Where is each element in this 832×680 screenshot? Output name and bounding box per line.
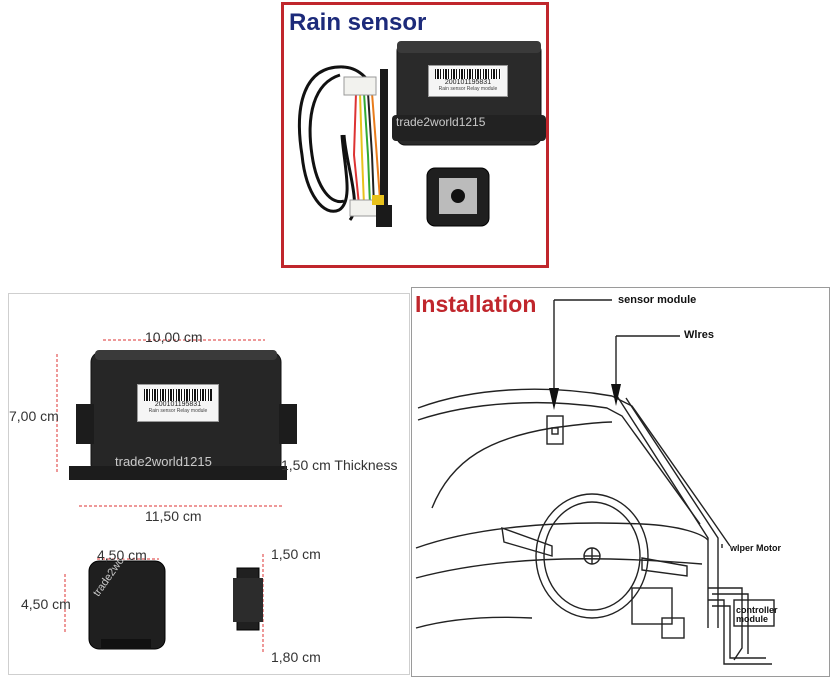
label-number: 200101195831 [444,79,492,86]
wire-harness [352,92,381,206]
mounting-flange [69,466,287,480]
installation-diagram [415,299,775,665]
watermark-top: trade2world1215 [396,115,486,129]
dimensions-panel: 200101195831 Rain sensor Relay module tr… [8,293,410,675]
module-label-number: 200101195831 [154,401,202,408]
module-label-large: 200101195831 Rain sensor Relay module [137,384,219,422]
rain-sensor-product-panel: Rain sensor [281,2,549,268]
label-controller-module: controller module [736,605,778,624]
label-wiper-motor: wlper Motor [730,543,781,553]
antenna [380,69,388,219]
windshield-top [417,388,731,547]
sensor-box [546,415,564,445]
dim-side-top: 1,50 cm [271,546,321,562]
product-photo [298,41,546,227]
steering-wheel [535,493,649,619]
dimension-drawing [56,339,297,654]
dim-length-top: 10,00 cm [145,329,203,345]
dim-sensor-height: 4,50 cm [21,596,71,612]
dim-thickness: 1,50 cm Thickness [281,457,398,473]
white-connector [343,76,377,96]
label-wires: Wlres [684,329,714,341]
module-label: 200101195831 Rain sensor Relay module [428,65,508,97]
module-label-subtitle: Rain sensor Relay module [148,408,208,414]
installation-title: Installation [415,291,537,317]
label-sensor-module: sensor module [618,294,697,306]
label-subtitle: Rain sensor Relay module [438,86,498,92]
installation-panel: Installation [411,287,830,677]
coiled-cable [298,65,376,221]
panel-title: Rain sensor [289,9,427,36]
controller-module-box [733,599,775,627]
dim-side-bottom: 1,80 cm [271,649,321,665]
sensor-chip [88,560,166,650]
dim-height: 7,00 cm [9,408,59,424]
watermark-module: trade2world1215 [115,454,212,469]
dim-sensor-width: 4,50 cm [97,547,147,563]
dim-length-bottom: 11,50 cm [145,508,202,524]
